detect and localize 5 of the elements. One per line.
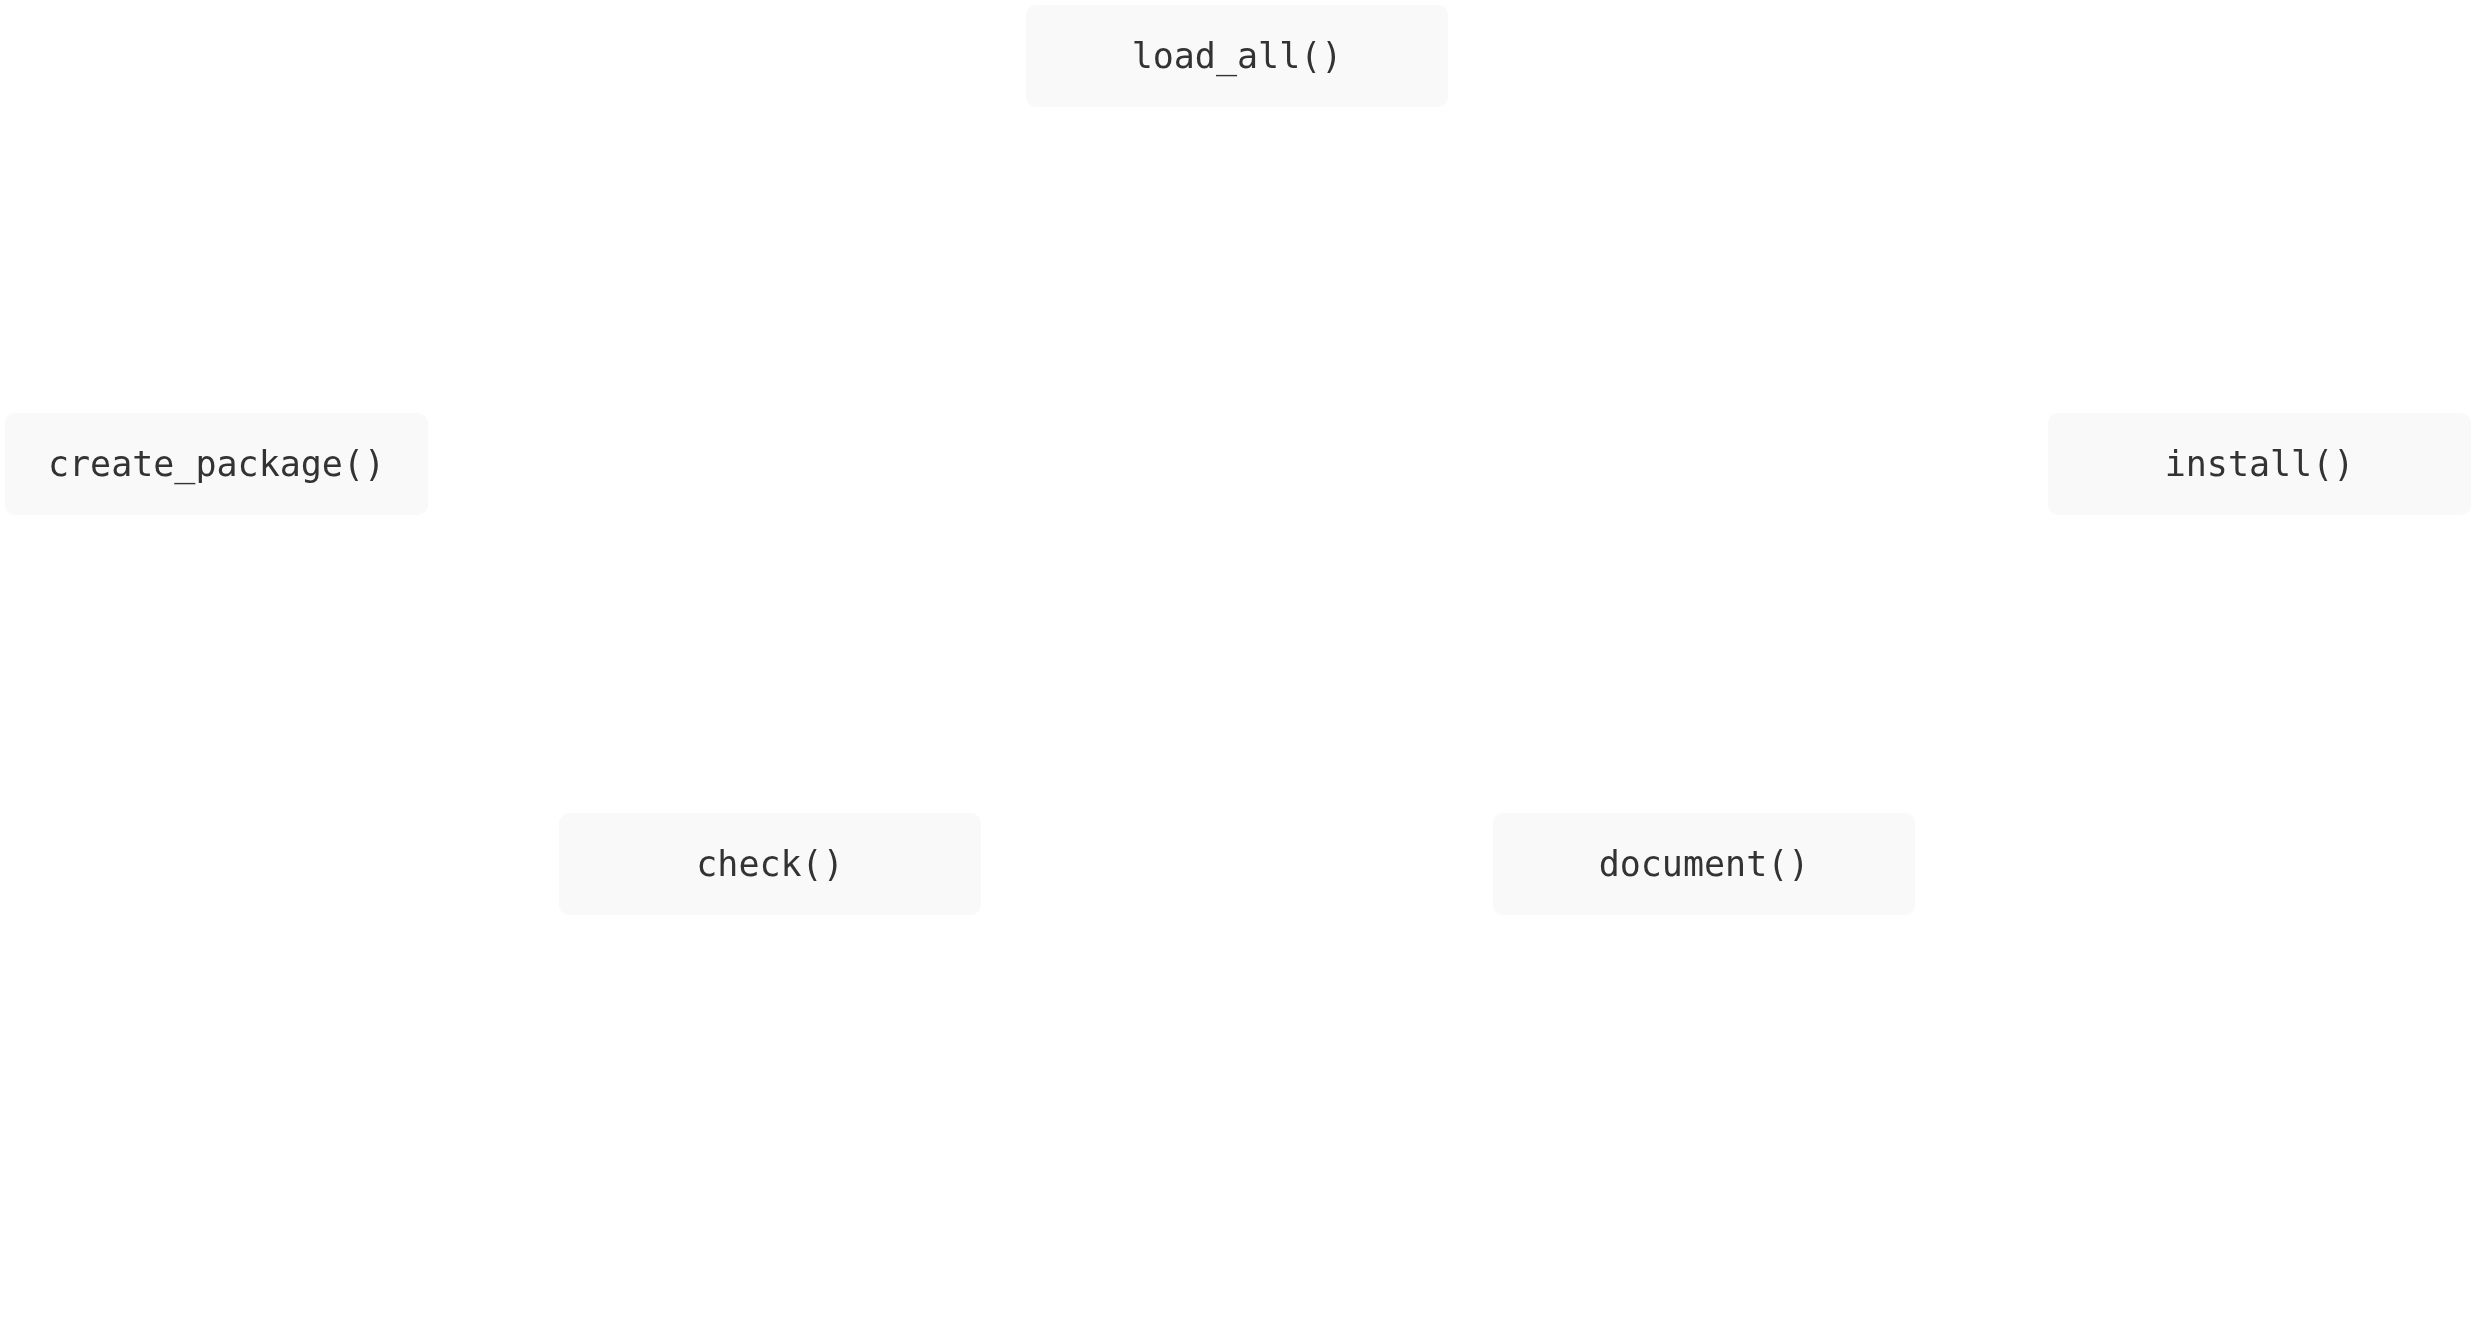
function-name: document() xyxy=(1598,844,1810,884)
function-name: load_all() xyxy=(1131,36,1343,76)
function-name: check() xyxy=(696,844,844,884)
function-name: install() xyxy=(2164,444,2355,484)
function-name: create_package() xyxy=(47,444,386,484)
